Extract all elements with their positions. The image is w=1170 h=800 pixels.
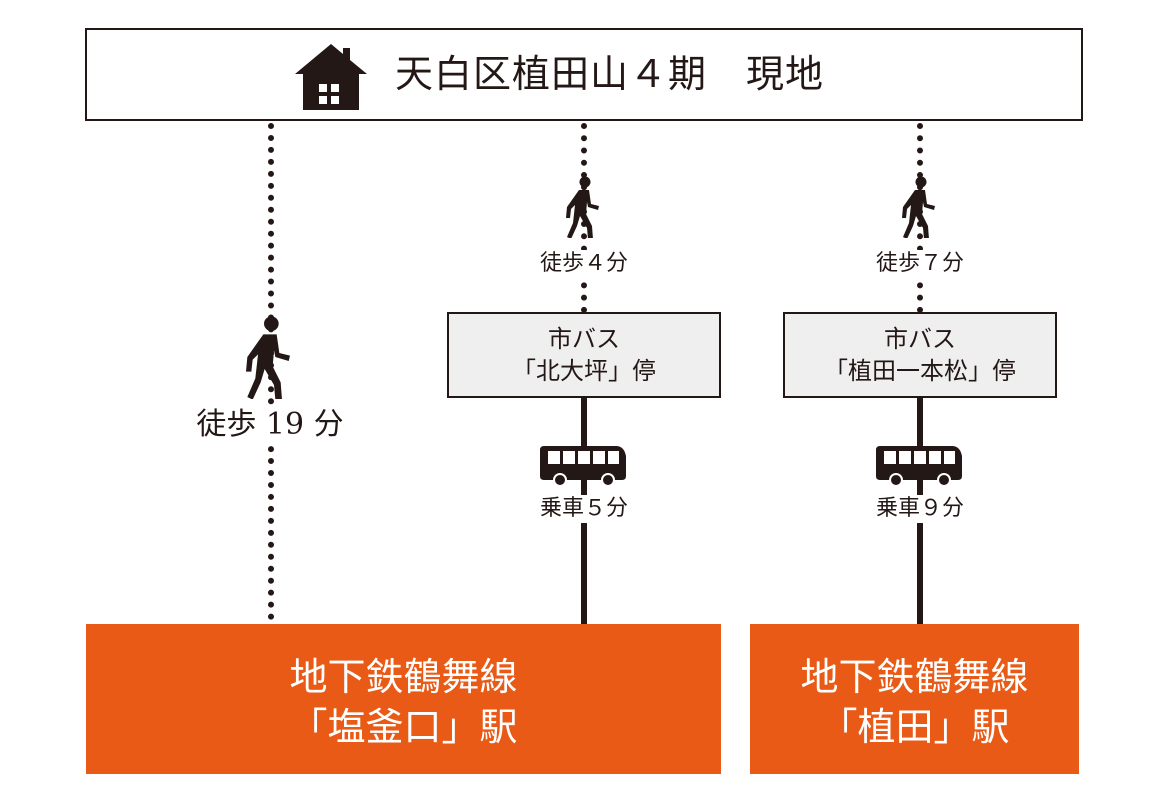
house-icon [295,44,367,110]
bus-icon [876,446,962,486]
bus-stop-line-1: 市バス [884,325,956,353]
walking-person-icon [566,176,599,238]
ride-time-label: 乗車９分 [850,495,990,523]
bus-icon [540,446,626,486]
station-line-name: 地下鉄鶴舞線 [800,655,1029,699]
station-shiogamaguchi: 地下鉄鶴舞線 「塩釜口」駅 [86,624,721,774]
station-ueda: 地下鉄鶴舞線 「植田」駅 [750,624,1079,774]
destination-header: 天白区植田山４期 現地 [85,28,1083,121]
station-name: 「塩釜口」駅 [289,705,518,749]
walk-time-label: 徒歩４分 [514,250,654,278]
station-line-name: 地下鉄鶴舞線 [289,655,518,699]
bus-stop-box: 市バス 「植田一本松」停 [783,312,1057,398]
bus-stop-line-2: 「北大坪」停 [512,357,656,385]
walk-time-label: 徒歩７分 [850,250,990,278]
destination-title: 天白区植田山４期 現地 [395,52,825,96]
walk-time-label: 徒歩 19 分 [180,407,360,443]
bus-stop-line-1: 市バス [548,325,620,353]
ride-time-label: 乗車５分 [514,495,654,523]
walking-person-icon [902,176,935,238]
bus-stop-line-2: 「植田一本松」停 [824,357,1016,385]
walking-person-icon [246,316,290,399]
station-name: 「植田」駅 [819,705,1010,749]
bus-stop-box: 市バス 「北大坪」停 [447,312,721,398]
